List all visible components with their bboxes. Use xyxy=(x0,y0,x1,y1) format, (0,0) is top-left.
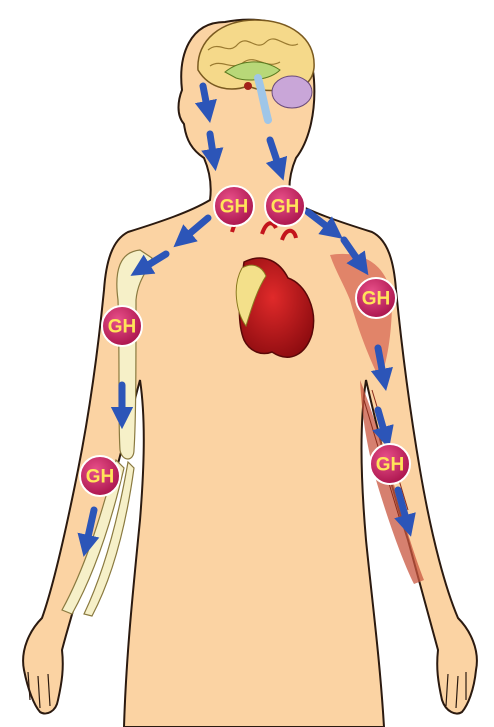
gh-badge-pituitary-2: GH xyxy=(265,186,305,226)
gh-badge-forearm: GH xyxy=(80,456,120,496)
gh-badge-upper-arm: GH xyxy=(102,306,142,346)
gh-label: GH xyxy=(376,455,405,476)
gh-badge-forearm-muscle: GH xyxy=(370,444,410,484)
gh-badge-pituitary-1: GH xyxy=(214,186,254,226)
gh-label: GH xyxy=(108,317,137,338)
arrow-brain-down-1 xyxy=(203,86,208,112)
gh-label: GH xyxy=(220,197,249,218)
gh-label: GH xyxy=(271,197,300,218)
gh-badge-shoulder-muscle: GH xyxy=(356,278,396,318)
arrow-brain-down-2 xyxy=(210,134,214,160)
body-silhouette xyxy=(23,20,477,727)
gh-label: GH xyxy=(362,289,391,310)
gh-label: GH xyxy=(86,467,115,488)
